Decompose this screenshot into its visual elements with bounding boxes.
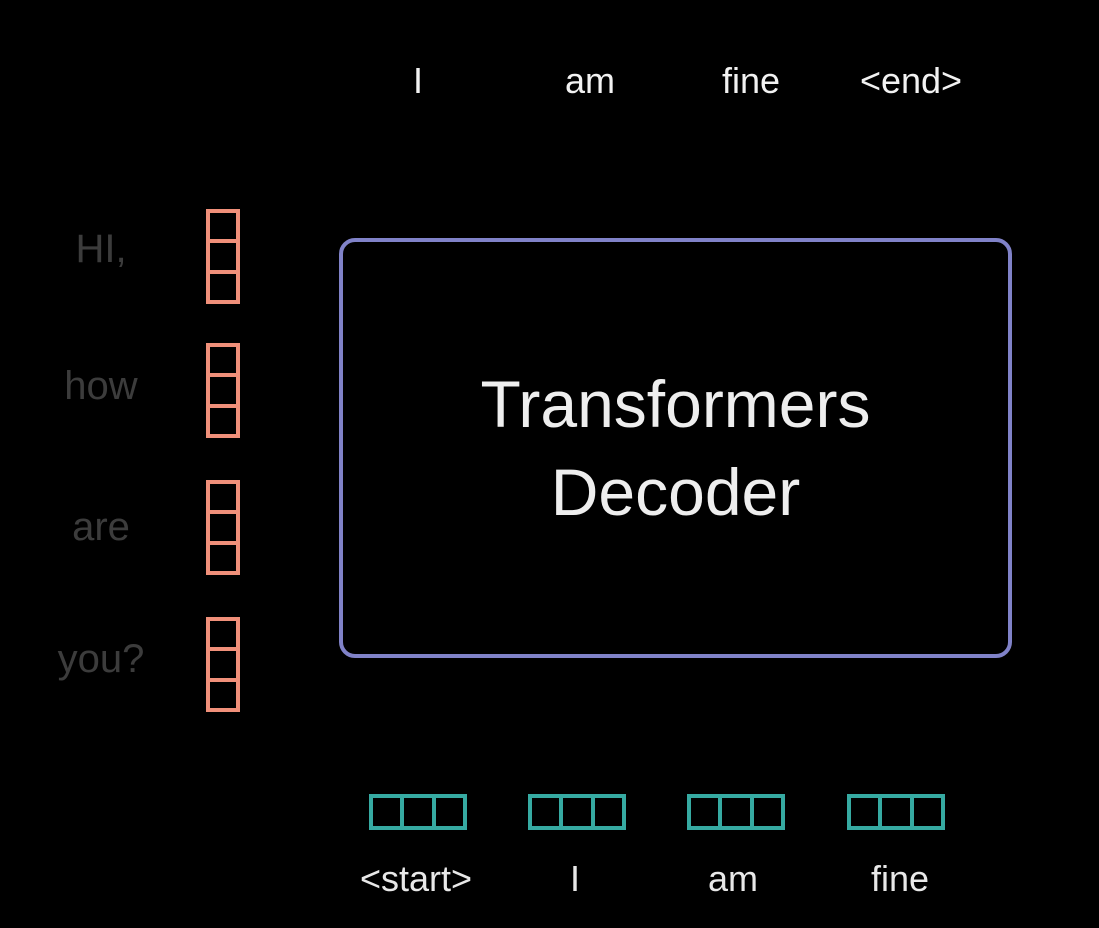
decoder-input-vector-2 xyxy=(528,794,626,830)
vector-cell xyxy=(210,682,236,708)
output-token-1: I xyxy=(412,60,423,101)
vector-cell xyxy=(210,621,236,652)
decoder-input-vector-3 xyxy=(687,794,785,830)
encoder-word-1: HI, xyxy=(75,227,127,271)
output-token-2: am xyxy=(564,60,615,101)
vector-cell xyxy=(210,514,236,545)
vector-cell xyxy=(210,377,236,408)
encoder-word-4: you? xyxy=(57,637,145,681)
decoder-title-line-1: Transformers xyxy=(480,367,871,441)
decoder-input-token-2: I xyxy=(569,858,580,899)
vector-cell xyxy=(210,213,236,244)
decoder-input-token-1: <start> xyxy=(359,858,473,899)
vector-cell xyxy=(914,798,941,826)
vector-cell xyxy=(210,545,236,571)
decoder-input-token-4: fine xyxy=(870,858,930,899)
decoder-input-token-3: am xyxy=(707,858,758,899)
vector-cell xyxy=(210,484,236,515)
decoder-input-vector-1 xyxy=(369,794,467,830)
vector-cell xyxy=(532,798,564,826)
encoder-word-2: how xyxy=(64,364,138,408)
vector-cell xyxy=(754,798,781,826)
vector-cell xyxy=(722,798,754,826)
vector-cell xyxy=(436,798,463,826)
vector-cell xyxy=(210,243,236,274)
decoder-title-line-2: Decoder xyxy=(550,455,801,529)
vector-cell xyxy=(851,798,883,826)
vector-cell xyxy=(563,798,595,826)
vector-cell xyxy=(595,798,622,826)
vector-cell xyxy=(373,798,405,826)
encoder-vector-3 xyxy=(206,480,240,575)
output-token-4: <end> xyxy=(859,60,963,101)
vector-cell xyxy=(210,408,236,434)
vector-cell xyxy=(210,347,236,378)
vector-cell xyxy=(691,798,723,826)
vector-cell xyxy=(210,651,236,682)
encoder-vector-1 xyxy=(206,209,240,304)
encoder-vector-4 xyxy=(206,617,240,712)
vector-cell xyxy=(404,798,436,826)
transformer-decoder-block: Transformers Decoder xyxy=(339,238,1012,658)
vector-cell xyxy=(210,274,236,300)
encoder-vector-2 xyxy=(206,343,240,438)
decoder-input-vector-4 xyxy=(847,794,945,830)
vector-cell xyxy=(882,798,914,826)
encoder-word-3: are xyxy=(72,505,130,549)
output-token-3: fine xyxy=(721,60,781,101)
